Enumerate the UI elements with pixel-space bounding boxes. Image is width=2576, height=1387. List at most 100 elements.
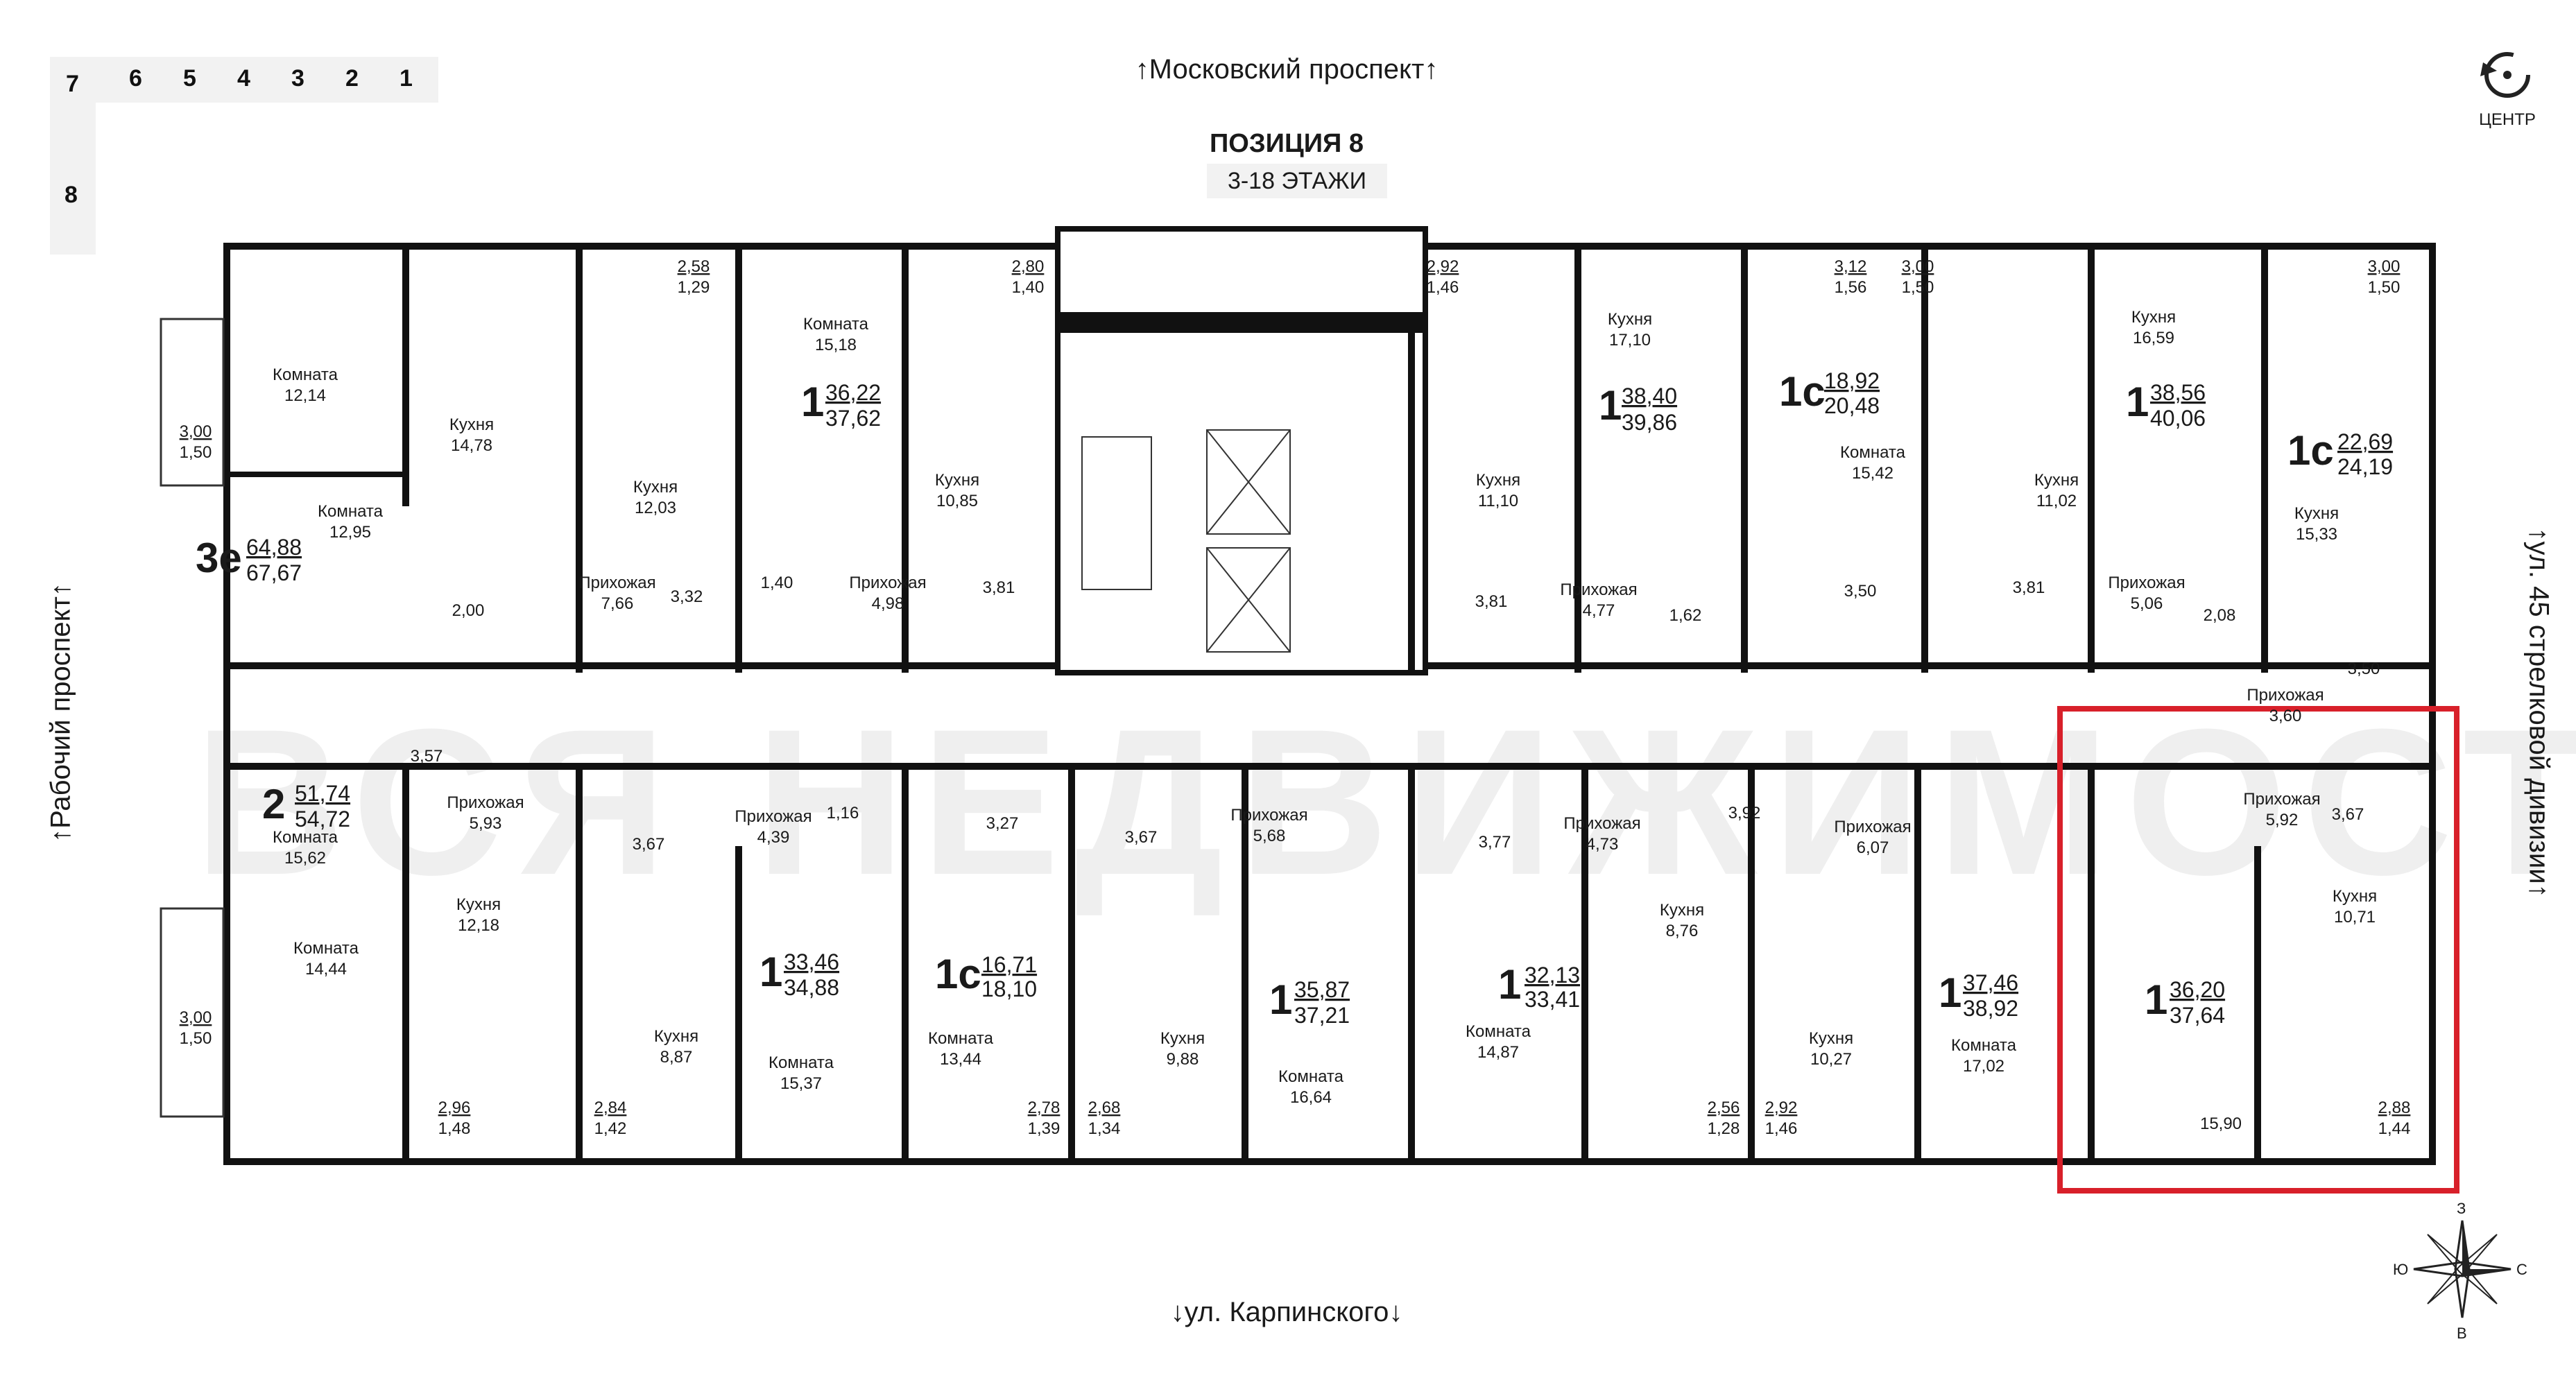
room-name-label: Кухня [654, 1027, 698, 1046]
room-area-label: 8,87 [660, 1048, 693, 1067]
apartment-a1[interactable]: 3е 64,88 67,67 [196, 535, 302, 585]
balcony-area-label: 2,88 [2378, 1099, 2411, 1117]
apartment-a13[interactable]: 1 36,20 37,64 [2145, 976, 2225, 1028]
svg-text:67,67: 67,67 [246, 560, 302, 585]
balcony-area-label: 2,92 [1765, 1099, 1798, 1117]
room-area-label: 6,07 [1857, 838, 1889, 857]
room-name-label: Кухня [449, 415, 494, 434]
compass-rose-icon [2413, 1220, 2511, 1318]
room-name-label: Комната [1951, 1036, 2017, 1055]
balcony-area-label: 3,00 [180, 1008, 212, 1027]
svg-text:1с: 1с [935, 951, 981, 997]
room-area-label: 11,10 [1478, 492, 1518, 510]
street-top: ↑Московский проспект↑ [1135, 54, 1439, 85]
room-area-label: 7,66 [601, 594, 634, 613]
utility-area-label: 1,62 [1669, 606, 1702, 625]
svg-text:32,13: 32,13 [1525, 963, 1580, 988]
apartment-a12[interactable]: 1 37,46 38,92 [1939, 970, 2018, 1021]
room-name-label: Прихожая [2247, 686, 2324, 705]
room-area-label: 5,06 [2131, 594, 2163, 613]
svg-text:51,74: 51,74 [295, 781, 350, 806]
room-area-label: 15,37 [780, 1074, 822, 1093]
room-area-label: 15,62 [284, 849, 326, 868]
floor-button-5[interactable]: 5 [183, 65, 196, 92]
room-area-label: 12,14 [284, 386, 326, 405]
room-name-label: Прихожая [849, 574, 926, 592]
apartment-a7[interactable]: 2 51,74 54,72 [262, 781, 350, 832]
apartment-a11[interactable]: 1 32,13 33,41 [1498, 961, 1580, 1012]
floor-button-6[interactable]: 6 [129, 65, 142, 92]
svg-text:36,22: 36,22 [825, 380, 881, 405]
floor-button-1[interactable]: 1 [400, 65, 413, 92]
apartment-labels: 3е 64,88 67,67 1 36,22 37,62 1 38,40 39,… [196, 368, 2393, 1028]
balcony-area-label: 2,56 [1708, 1099, 1740, 1117]
room-area-label: 14,87 [1477, 1043, 1519, 1062]
utility-area-label: 3,67 [633, 835, 665, 854]
selected-apartment-highlight[interactable] [2057, 706, 2459, 1194]
balcony-area-label: 2,80 [1012, 257, 1045, 276]
center-button[interactable]: ЦЕНТР [2469, 49, 2545, 132]
compass-w: Ю [2393, 1261, 2409, 1278]
balcony-reduced-area-label: 1,50 [180, 443, 212, 462]
room-area-label: 9,88 [1167, 1050, 1199, 1069]
street-bottom: ↓ул. Карпинского↓ [1170, 1297, 1403, 1327]
room-area-label: 16,59 [2133, 329, 2174, 347]
apartment-a8[interactable]: 1 33,46 34,88 [759, 949, 839, 1000]
utility-area-label: 3,81 [983, 578, 1015, 597]
balcony-reduced-area-label: 1,50 [180, 1029, 212, 1048]
room-name-label: Комната [273, 365, 338, 384]
balcony-reduced-area-label: 1,29 [678, 278, 710, 297]
floor-button-2[interactable]: 2 [345, 65, 359, 92]
interior-walls [223, 243, 2268, 1165]
room-name-label: Кухня [935, 471, 979, 490]
svg-text:1: 1 [759, 949, 782, 995]
balcony-reduced-area-label: 1,46 [1765, 1119, 1798, 1138]
apartment-a3[interactable]: 1 38,40 39,86 [1599, 382, 1677, 435]
apartment-a2[interactable]: 1 36,22 37,62 [801, 379, 881, 431]
svg-text:1с: 1с [1779, 368, 1826, 415]
room-name-label: Кухня [456, 895, 501, 914]
floors-subtitle: 3-18 ЭТАЖИ [1207, 164, 1387, 198]
room-name-label: Кухня [1608, 310, 1652, 329]
floor-button-8[interactable]: 8 [65, 182, 78, 208]
balcony-reduced-area-label: 1,34 [1088, 1119, 1121, 1138]
svg-text:38,56: 38,56 [2150, 380, 2206, 405]
apartment-a9[interactable]: 1с 16,71 18,10 [935, 951, 1037, 1001]
apartment-a4[interactable]: 1с 18,92 20,48 [1779, 368, 1880, 418]
compass-s: В [2457, 1325, 2467, 1342]
svg-text:16,71: 16,71 [981, 952, 1037, 977]
room-area-label: 11,02 [2036, 492, 2077, 510]
room-area-label: 3,60 [2269, 707, 2302, 725]
balcony-reduced-area-label: 1,48 [438, 1119, 471, 1138]
floor-button-4[interactable]: 4 [237, 65, 250, 92]
utility-area-label: 3,92 [1728, 804, 1761, 822]
svg-text:37,46: 37,46 [1963, 970, 2018, 995]
apartment-a10[interactable]: 1 35,87 37,21 [1269, 976, 1350, 1028]
room-area-label: 4,77 [1583, 601, 1615, 620]
svg-text:40,06: 40,06 [2150, 406, 2206, 431]
svg-text:18,92: 18,92 [1824, 368, 1880, 393]
balcony-area-label: 3,12 [1835, 257, 1867, 276]
room-area-label: 10,85 [936, 492, 978, 510]
utility-area-label: 3,67 [2332, 805, 2364, 824]
utility-area-label: 3,81 [1475, 592, 1508, 611]
room-name-label: Комната [928, 1029, 994, 1048]
balcony-reduced-area-label: 1,39 [1028, 1119, 1061, 1138]
room-name-label: Кухня [1160, 1029, 1205, 1048]
rotate-arrow-icon [2480, 52, 2530, 98]
balcony-area-label: 2,78 [1028, 1099, 1061, 1117]
svg-text:35,87: 35,87 [1294, 977, 1350, 1002]
svg-text:3е: 3е [196, 535, 242, 581]
apartment-a5[interactable]: 1 38,56 40,06 [2126, 379, 2206, 431]
room-area-label: 17,10 [1609, 331, 1651, 350]
floor-button-3[interactable]: 3 [291, 65, 304, 92]
svg-text:38,40: 38,40 [1622, 384, 1677, 408]
svg-text:1: 1 [801, 379, 824, 425]
apartment-a6[interactable]: 1с 22,69 24,19 [2287, 427, 2393, 479]
utility-area-label: 3,32 [671, 587, 703, 606]
room-name-label: Кухня [1476, 471, 1520, 490]
floor-button-7[interactable]: 7 [66, 71, 79, 97]
balcony-area-label: 2,92 [1427, 257, 1459, 276]
